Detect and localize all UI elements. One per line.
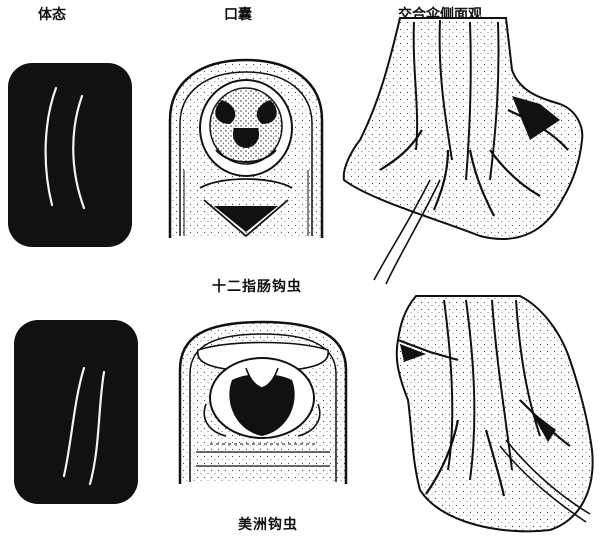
buccal-capsule-duodenale bbox=[170, 60, 322, 238]
species-caption-duodenale: 十二指肠钩虫 bbox=[212, 276, 302, 296]
copulatory-bursa-duodenale bbox=[344, 18, 583, 284]
body-form-americanus bbox=[14, 320, 138, 504]
species-caption-americanus: 美洲钩虫 bbox=[238, 514, 298, 534]
buccal-capsule-americanus bbox=[180, 322, 346, 484]
copulatory-bursa-americanus bbox=[397, 296, 593, 531]
body-form-duodenale bbox=[8, 63, 132, 247]
